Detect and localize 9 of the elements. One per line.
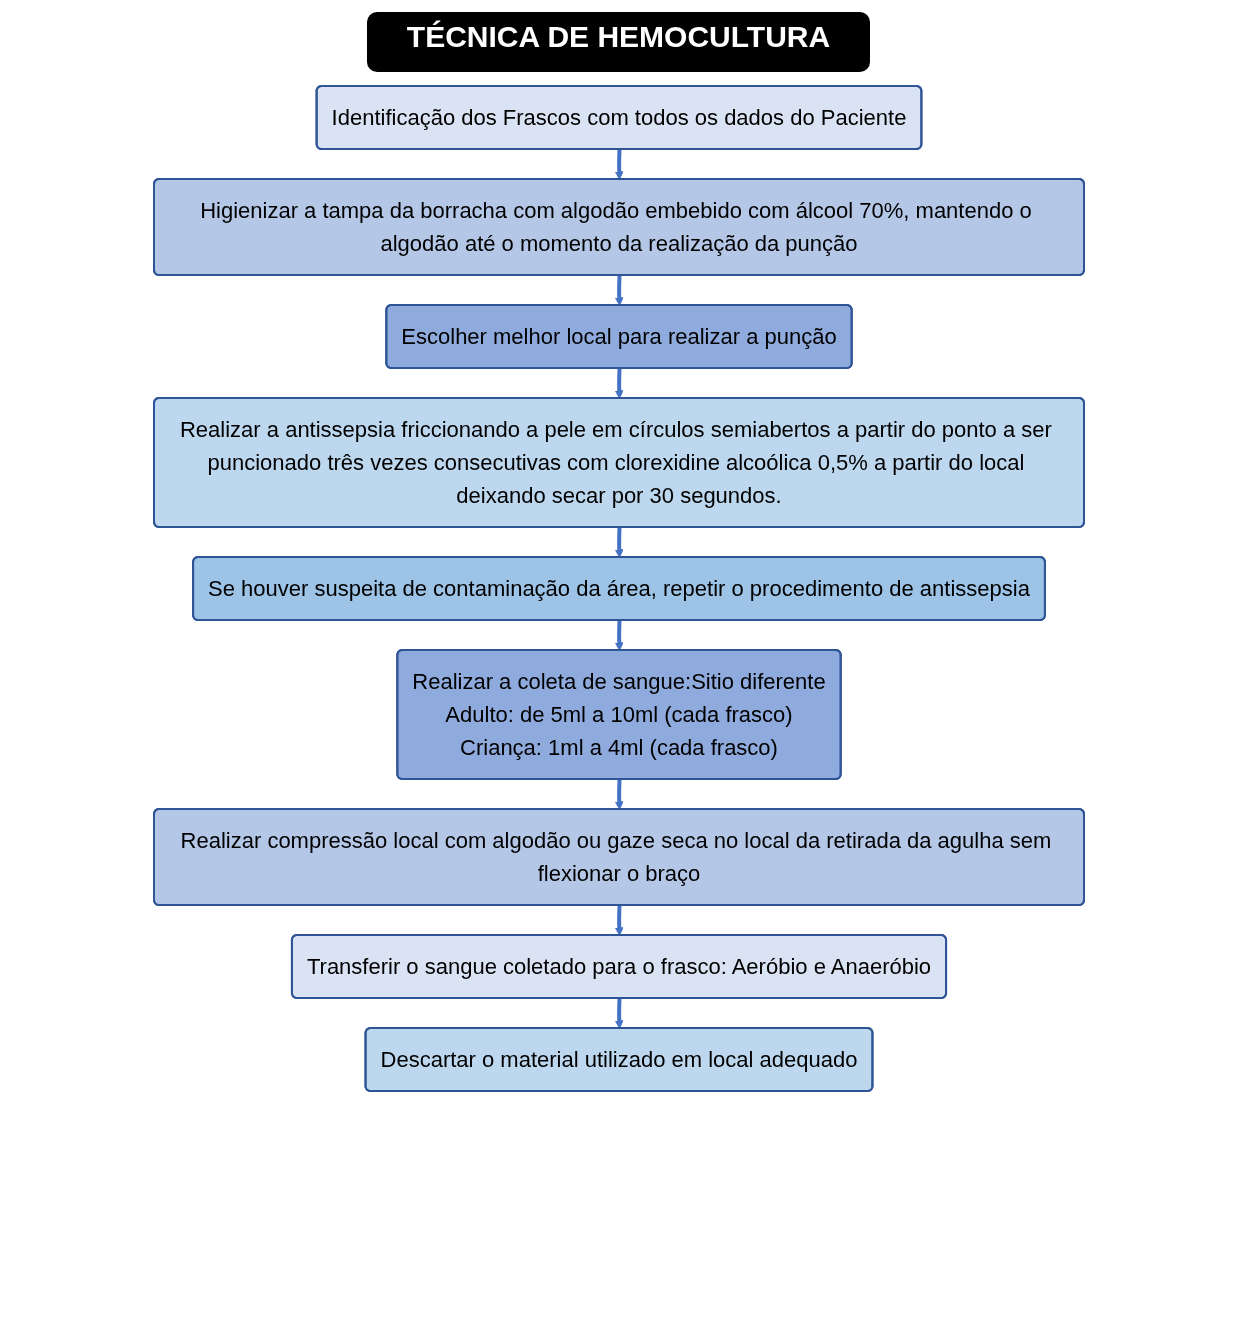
arrow [614, 905, 624, 936]
title-banner: TÉCNICA DE HEMOCULTURA [366, 12, 871, 72]
arrow [614, 275, 624, 306]
arrow [614, 368, 624, 399]
arrow [614, 998, 624, 1029]
arrow [614, 149, 624, 180]
arrow [614, 620, 624, 651]
arrow [614, 779, 624, 810]
arrow [614, 527, 624, 558]
